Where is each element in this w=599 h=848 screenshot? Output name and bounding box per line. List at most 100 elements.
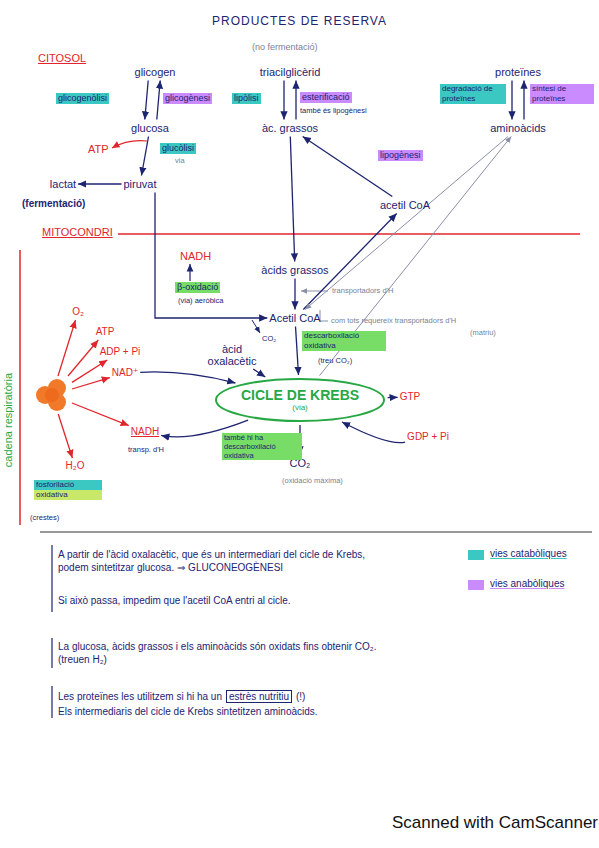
connector-arrow: [295, 81, 296, 120]
note-text: (!): [296, 691, 305, 702]
edge-label: també hi ha descarboxilació oxidativa: [222, 433, 302, 460]
connector-arrow: [290, 137, 294, 262]
metabolite-node: piruvat: [123, 178, 156, 191]
connector-arrow: [294, 279, 295, 310]
connector-arrow: [303, 137, 393, 197]
metabolite-node: àcid oxalacètic: [201, 343, 263, 367]
legend-text: vies anabòliques: [490, 578, 570, 590]
annotation-label: via: [175, 156, 185, 165]
connector-arrow: [157, 81, 160, 120]
annotation-label: (crestes): [30, 513, 59, 522]
node-text: piruvat: [123, 178, 156, 190]
node-text: H₂O: [66, 460, 85, 471]
node-text: aminoàcids: [490, 122, 546, 134]
metabolite-node: GTP: [400, 391, 421, 403]
metabolite-node: àcids grassos: [261, 264, 328, 277]
note-bar: [51, 545, 52, 612]
annotation-label: (via) aeròbica: [178, 296, 223, 305]
connector-arrow: [142, 137, 149, 176]
edge-label: lipogènesi: [378, 150, 423, 161]
connector-arrow: [72, 360, 107, 382]
annotation-label: (oxidació màxima): [282, 476, 343, 485]
annotation-label: (no fermentació): [252, 42, 318, 53]
annotation-label: (fermentació): [22, 198, 85, 209]
mitochondria-boundary: [118, 233, 580, 235]
connector-arrow: [303, 214, 396, 310]
edge-label: descarboxilació oxidativa: [302, 331, 386, 351]
legend-text: vies catabòliques: [490, 548, 570, 560]
node-text: proteïnes: [495, 66, 541, 78]
connector-arrow: [523, 81, 524, 120]
edge-label: lipòlisi: [232, 93, 261, 104]
node-text: NAD⁺: [112, 367, 138, 378]
annotation-label: β-oxidació: [175, 282, 220, 293]
connector-arrow: [58, 320, 76, 376]
node-text: lactat: [50, 178, 76, 190]
note-line: Les proteïnes les utilitzem si hi ha une…: [58, 690, 309, 703]
connector-arrow: [296, 327, 299, 376]
blob-svg: [34, 378, 70, 412]
co2-leader: [252, 320, 260, 333]
metabolite-node: glicogen: [135, 66, 176, 79]
node-text: NADH: [131, 426, 159, 437]
node-text: Acetil CoA: [269, 312, 320, 324]
metabolite-node: lactat: [50, 178, 76, 191]
metabolite-node: H₂O: [66, 460, 85, 472]
metabolite-node: ADP + Pi: [100, 346, 141, 358]
node-text: àc. grassos: [262, 122, 318, 134]
connector-arrow: [388, 397, 398, 399]
node-text: acetil CoA: [380, 199, 430, 211]
edge-label: glucòlisi: [160, 143, 196, 154]
connector-arrow: [253, 369, 265, 377]
compartment-label: MITOCONDRI: [42, 226, 113, 239]
transport-leader: [301, 291, 328, 292]
connector-arrow: [145, 81, 148, 120]
metabolite-node: Acetil CoA: [269, 312, 320, 325]
legend-swatch: [468, 550, 484, 560]
annotation-label: transportadors d'H: [332, 286, 393, 295]
connector-arrow: [78, 183, 121, 184]
metabolite-node: àc. grassos: [262, 122, 318, 135]
legend-swatch: [468, 580, 484, 590]
metabolite-node: NADH: [131, 426, 159, 438]
connector-arrow: [305, 137, 508, 310]
metabolite-node: aminoàcids: [490, 122, 546, 135]
metabolite-node: proteïnes: [495, 66, 541, 79]
note-text: La glucosa, àcids grassos i els aminoàci…: [58, 640, 388, 666]
node-text: àcid oxalacètic: [201, 343, 263, 367]
section-separator: [40, 532, 592, 533]
annotation-label: ATP: [88, 143, 109, 156]
note-text: estrès nutritiu: [226, 690, 292, 703]
edge-label: glicogènesi: [163, 93, 212, 104]
note-bar: [51, 638, 52, 668]
connector-arrow: [342, 422, 405, 443]
watermark: Scanned with CamScanner: [392, 813, 598, 833]
note-text: A partir de l'àcid oxalacètic, que és un…: [58, 548, 378, 574]
edge-label: esterificació: [300, 92, 352, 103]
metabolite-node: ATP: [96, 326, 115, 338]
node-text: GDP + Pi: [407, 431, 449, 442]
annotation-label: com tots requereix transportadors d'H: [331, 316, 456, 325]
connector-arrow: [283, 81, 284, 120]
edge-label: glicogenòlisi: [56, 93, 109, 104]
node-text: O₂: [72, 306, 84, 317]
connector-arrow: [72, 378, 110, 389]
nadh-leader: [189, 264, 190, 281]
annotation-label: transp. d'H: [128, 445, 164, 454]
node-text: ADP + Pi: [100, 346, 141, 357]
connector-arrow: [58, 414, 72, 458]
connector-arrow: [68, 340, 98, 376]
cycle-outline: [216, 379, 384, 421]
node-text: àcids grassos: [261, 264, 328, 276]
edge-label: síntesi de proteïnes: [530, 84, 594, 104]
annotation-label: també és lipogènesi: [300, 106, 367, 115]
chain-label: cadena respiratòria: [2, 373, 14, 467]
membrane-line: [19, 250, 21, 525]
diagram-title: PRODUCTES DE RESERVA: [0, 14, 599, 28]
annotation-label: (treu CO₂): [318, 356, 352, 365]
node-text: (via): [292, 403, 308, 413]
note-text: Si això passa, impedim que l'acetil CoA …: [58, 594, 388, 607]
connector-arrow: [140, 372, 235, 383]
metabolite-node: NAD⁺: [112, 367, 138, 379]
metabolite-node: glucosa: [131, 122, 169, 135]
